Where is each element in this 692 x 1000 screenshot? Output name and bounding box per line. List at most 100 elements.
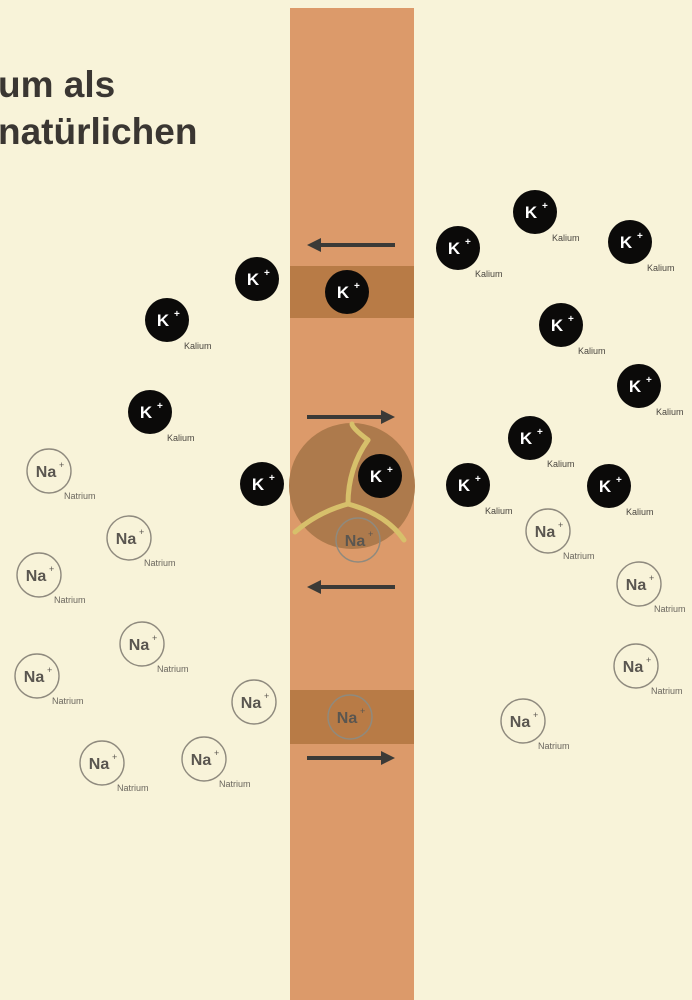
natrium-ion: Na+ Natrium bbox=[26, 448, 96, 501]
natrium-label: Natrium bbox=[157, 664, 189, 674]
charge-sign: + bbox=[139, 527, 144, 537]
natrium-ion: Na+Natrium bbox=[106, 515, 176, 568]
charge-sign: + bbox=[537, 427, 543, 438]
natrium-symbol: Na bbox=[36, 464, 57, 481]
natrium-symbol: Na bbox=[129, 637, 150, 654]
sodium-channel bbox=[290, 690, 414, 744]
charge-sign: + bbox=[465, 237, 471, 248]
charge-sign: + bbox=[387, 465, 393, 476]
kalium-label: Kalium bbox=[552, 233, 580, 243]
kalium-label: Kalium bbox=[626, 507, 654, 517]
charge-sign: + bbox=[558, 520, 563, 530]
charge-sign: + bbox=[360, 706, 365, 716]
charge-sign: + bbox=[649, 573, 654, 583]
arrow-right bbox=[307, 751, 395, 765]
kalium-symbol: K bbox=[157, 311, 170, 330]
natrium-label: Natrium bbox=[654, 604, 686, 614]
pump-divider bbox=[292, 501, 351, 535]
charge-sign: + bbox=[49, 564, 54, 574]
natrium-symbol: Na bbox=[345, 533, 366, 550]
kalium-symbol: K bbox=[599, 477, 612, 496]
kalium-label: Kalium bbox=[578, 346, 606, 356]
charge-sign: + bbox=[47, 665, 52, 675]
kalium-ion: K+ bbox=[235, 257, 279, 301]
natrium-symbol: Na bbox=[510, 714, 531, 731]
natrium-ion: Na+Natrium bbox=[79, 740, 149, 793]
natrium-ion: Na+Natrium bbox=[525, 508, 595, 561]
charge-sign: + bbox=[568, 314, 574, 325]
natrium-label: Natrium bbox=[117, 783, 149, 793]
charge-sign: + bbox=[616, 475, 622, 486]
natrium-ion: Na+ bbox=[231, 679, 277, 725]
natrium-ion: Na+ Natrium bbox=[119, 621, 189, 674]
kalium-symbol: K bbox=[252, 475, 265, 494]
natrium-label: Natrium bbox=[219, 779, 251, 789]
charge-sign: + bbox=[542, 201, 548, 212]
title-line-1: um als bbox=[0, 64, 116, 105]
charge-sign: + bbox=[264, 268, 270, 279]
charge-sign: + bbox=[152, 633, 157, 643]
natrium-symbol: Na bbox=[626, 577, 647, 594]
kalium-symbol: K bbox=[247, 270, 260, 289]
kalium-symbol: K bbox=[620, 233, 633, 252]
charge-sign: + bbox=[269, 473, 275, 484]
kalium-ion: K + Kalium bbox=[145, 298, 212, 351]
natrium-symbol: Na bbox=[116, 531, 137, 548]
natrium-ion: Na+ Natrium bbox=[500, 698, 570, 751]
natrium-ion: Na+Natrium bbox=[613, 643, 683, 696]
pump-divider bbox=[349, 421, 371, 443]
kalium-label: Kalium bbox=[656, 407, 684, 417]
kalium-symbol: K bbox=[140, 403, 153, 422]
natrium-symbol: Na bbox=[191, 752, 212, 769]
charge-sign: + bbox=[475, 474, 481, 485]
kalium-label: Kalium bbox=[647, 263, 675, 273]
natrium-label: Natrium bbox=[563, 551, 595, 561]
charge-sign: + bbox=[264, 691, 269, 701]
kalium-ion: K+Kalium bbox=[436, 226, 503, 279]
natrium-symbol: Na bbox=[623, 659, 644, 676]
arrow-right bbox=[307, 410, 395, 424]
charge-sign: + bbox=[214, 748, 219, 758]
natrium-ion: Na+Natrium bbox=[16, 552, 86, 605]
kalium-symbol: K bbox=[629, 377, 642, 396]
natrium-symbol: Na bbox=[241, 695, 262, 712]
natrium-ion: Na+Natrium bbox=[14, 653, 84, 706]
kalium-label: Kalium bbox=[547, 459, 575, 469]
transport-arrows bbox=[307, 238, 395, 765]
kalium-symbol: K bbox=[551, 316, 564, 335]
charge-sign: + bbox=[354, 281, 360, 292]
natrium-ion: Na+ bbox=[335, 517, 381, 563]
kalium-symbol: K bbox=[520, 429, 533, 448]
natrium-label: Natrium bbox=[54, 595, 86, 605]
natrium-symbol: Na bbox=[24, 669, 45, 686]
kalium-ion: K+ bbox=[358, 454, 402, 498]
natrium-symbol: Na bbox=[337, 710, 358, 727]
kalium-ion: K + Kalium bbox=[508, 416, 575, 469]
charge-sign: + bbox=[157, 401, 163, 412]
charge-sign: + bbox=[646, 655, 651, 665]
kalium-ion: K+ bbox=[325, 270, 369, 314]
kalium-ion: K + Kalium bbox=[539, 303, 606, 356]
natrium-ion: Na+ bbox=[327, 694, 373, 740]
natrium-label: Natrium bbox=[538, 741, 570, 751]
charge-sign: + bbox=[533, 710, 538, 720]
charge-sign: + bbox=[637, 231, 643, 242]
kalium-ion: K+Kalium bbox=[617, 364, 684, 417]
pump-divider bbox=[345, 437, 371, 507]
pump-divider bbox=[345, 501, 407, 543]
kalium-symbol: K bbox=[525, 203, 538, 222]
natrium-label: Natrium bbox=[64, 491, 96, 501]
charge-sign: + bbox=[59, 460, 64, 470]
kalium-label: Kalium bbox=[184, 341, 212, 351]
charge-sign: + bbox=[174, 309, 180, 320]
kalium-symbol: K bbox=[458, 476, 471, 495]
kalium-ion: K + Kalium bbox=[587, 464, 654, 517]
kalium-symbol: K bbox=[370, 467, 383, 486]
kalium-label: Kalium bbox=[485, 506, 513, 516]
natrium-ion: Na+ Natrium bbox=[616, 561, 686, 614]
kalium-ion: K+ bbox=[240, 462, 284, 506]
kalium-label: Kalium bbox=[475, 269, 503, 279]
charge-sign: + bbox=[368, 529, 373, 539]
charge-sign: + bbox=[112, 752, 117, 762]
